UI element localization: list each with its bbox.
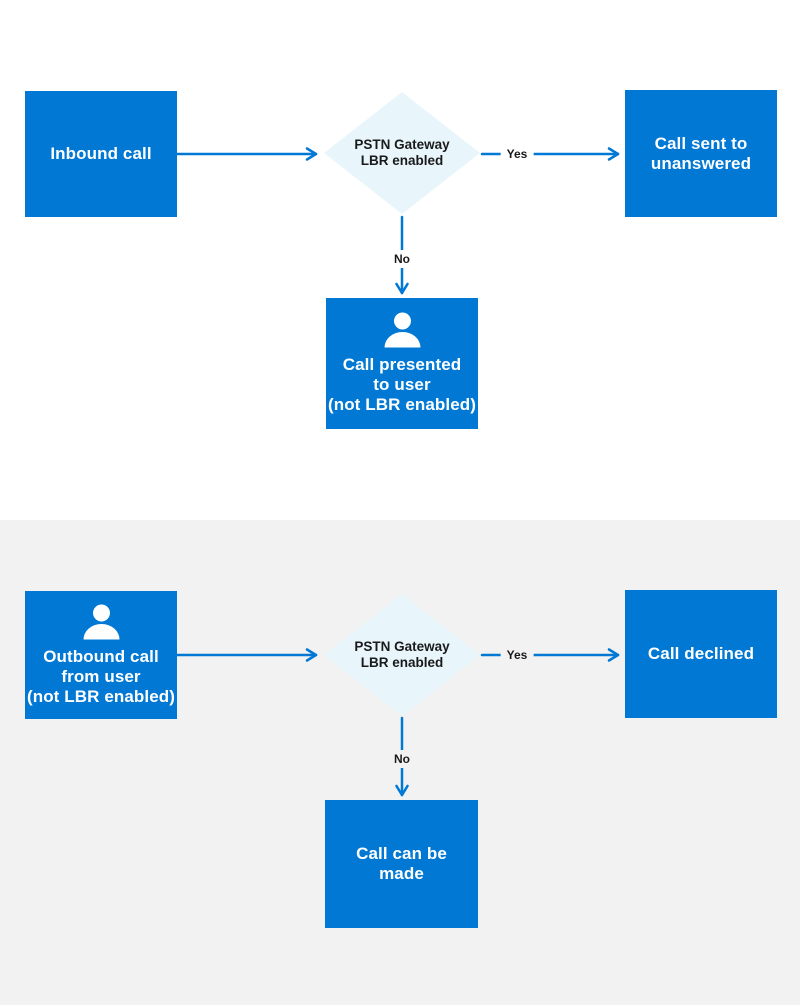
node-label-line: from user xyxy=(61,666,141,686)
decision-label-outbound: PSTN Gateway LBR enabled xyxy=(322,639,482,671)
yes-edge-label: Yes xyxy=(500,646,534,664)
node-label-line: Call sent to xyxy=(654,133,748,153)
node-outbound-call-from-user: Outbound call from user (not LBR enabled… xyxy=(25,591,177,719)
decision-label-line: LBR enabled xyxy=(360,153,444,168)
node-call-sent-to-unanswered: Call sent to unanswered xyxy=(625,90,777,217)
person-icon xyxy=(384,312,420,348)
node-label-line: (not LBR enabled) xyxy=(327,395,477,414)
node-label-line: to user xyxy=(373,375,431,394)
node-inbound-call: Inbound call xyxy=(25,91,177,217)
node-call-presented-to-user: Call presented to user (not LBR enabled) xyxy=(326,298,478,429)
no-edge-label: No xyxy=(388,750,416,768)
node-call-can-be-made: Call can be made xyxy=(325,800,478,928)
decision-label-inbound: PSTN Gateway LBR enabled xyxy=(322,137,482,169)
decision-label-line: LBR enabled xyxy=(360,655,444,670)
decision-label-line: PSTN Gateway xyxy=(354,639,450,654)
person-icon xyxy=(83,604,119,639)
no-edge-label: No xyxy=(388,250,416,268)
node-label-line: Call presented xyxy=(342,355,462,374)
decision-label-line: PSTN Gateway xyxy=(354,137,450,152)
node-label-line: (not LBR enabled) xyxy=(26,686,176,706)
yes-edge-label: Yes xyxy=(500,145,534,163)
node-label-line: Outbound call xyxy=(43,646,159,666)
node-label-line: unanswered xyxy=(650,153,752,173)
node-label-line: Inbound call xyxy=(50,144,152,163)
node-call-declined: Call declined xyxy=(625,590,777,718)
node-label-line: Call can be xyxy=(356,844,447,863)
node-label-line: Call declined xyxy=(647,644,755,663)
node-label-line: made xyxy=(379,864,424,883)
